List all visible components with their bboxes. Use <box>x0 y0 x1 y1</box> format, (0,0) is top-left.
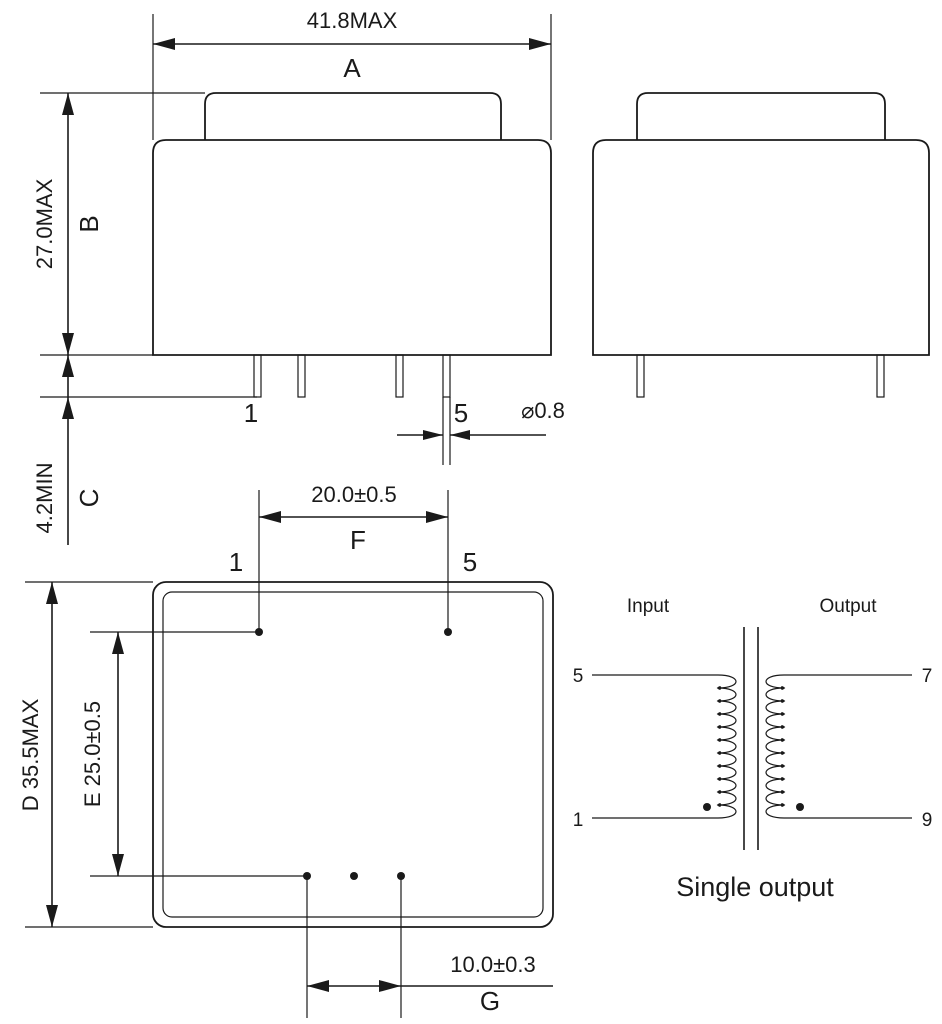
front-view-pin <box>395 354 404 398</box>
primary-winding <box>716 674 737 819</box>
width-dimension: 41.8MAX A <box>152 8 552 140</box>
height-label: 27.0MAX <box>32 178 57 269</box>
transformer-schematic: Input Output 5 1 7 9 Single output <box>573 596 933 902</box>
input-top-pin: 5 <box>573 666 584 687</box>
top-view-outline <box>152 581 554 928</box>
front-view-pin <box>253 354 262 398</box>
side-view-top-tab <box>636 92 886 140</box>
side-view-pin <box>636 354 645 398</box>
front-view-body <box>152 139 552 356</box>
row-spacing-dimension: E 25.0±0.5 <box>80 631 307 877</box>
side-view <box>592 92 930 398</box>
height-dimension: 27.0MAX B <box>32 92 205 356</box>
pin-length-label: 4.2MIN <box>32 463 57 534</box>
row-spacing-label: E 25.0±0.5 <box>80 701 105 807</box>
input-label: Input <box>627 596 670 617</box>
top-view-inner-outline <box>162 591 544 918</box>
pin-length-letter: C <box>74 489 104 508</box>
top-view-pin-dot <box>350 872 358 880</box>
pin-span-dimension: 20.0±0.5 F <box>258 482 449 632</box>
top-view: 1 5 <box>152 547 554 928</box>
output-bottom-pin: 9 <box>922 810 933 831</box>
front-view <box>152 92 552 398</box>
primary-polarity-dot <box>703 803 711 811</box>
depth-label: D 35.5MAX <box>18 698 43 811</box>
output-top-pin: 7 <box>922 666 933 687</box>
pin-diameter-dimension: 1 5 ⌀0.8 <box>244 397 565 465</box>
side-pin-1-label: 1 <box>244 398 258 428</box>
secondary-polarity-dot <box>796 803 804 811</box>
top-pin-1-label: 1 <box>229 547 243 577</box>
side-view-body <box>592 139 930 356</box>
pin-pitch-label: 10.0±0.3 <box>450 952 535 977</box>
schematic-caption: Single output <box>676 872 834 902</box>
pin-span-letter: F <box>350 525 366 555</box>
front-view-pin <box>442 354 451 398</box>
front-view-top-tab <box>204 92 502 140</box>
secondary-winding <box>765 674 786 819</box>
side-view-pin <box>876 354 885 398</box>
pin-pitch-letter: G <box>480 986 500 1016</box>
width-letter: A <box>343 53 361 83</box>
height-letter: B <box>74 215 104 232</box>
pin-span-label: 20.0±0.5 <box>311 482 396 507</box>
depth-dimension: D 35.5MAX <box>18 581 153 928</box>
output-label: Output <box>819 596 877 617</box>
pin-length-dimension: 4.2MIN C <box>32 355 257 545</box>
width-label: 41.8MAX <box>307 8 398 33</box>
pin-diameter-label: ⌀0.8 <box>521 398 565 423</box>
pin-pitch-dimension: 10.0±0.3 G <box>306 876 553 1018</box>
front-view-pin <box>297 354 306 398</box>
top-pin-5-label: 5 <box>463 547 477 577</box>
side-pin-5-label: 5 <box>454 398 468 428</box>
input-bottom-pin: 1 <box>573 810 584 831</box>
